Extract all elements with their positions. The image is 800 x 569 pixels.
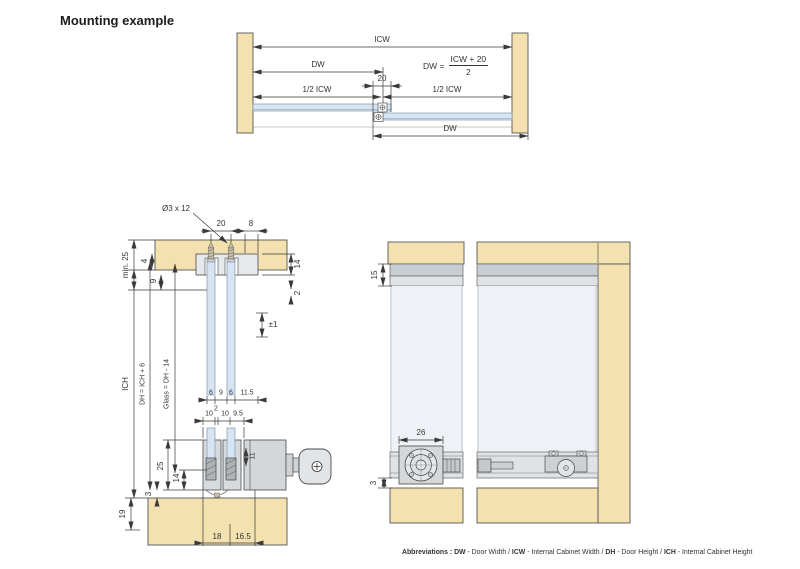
dim-adjust-plusminus-1: ±1	[268, 320, 278, 329]
dim-icw: ICW	[374, 35, 390, 44]
glass-door-right	[372, 112, 513, 121]
top-view-drawing	[236, 32, 529, 140]
spring-insert-front	[205, 457, 217, 481]
roller-carriage	[544, 450, 588, 477]
footer-icw-desc: - Internal Cabinet Width /	[525, 549, 606, 556]
abbreviations-footer: Abbreviations : DW - Door Width / ICW - …	[402, 549, 752, 556]
dim-3-gap: 3	[144, 491, 153, 497]
formula-lhs: DW =	[423, 60, 445, 71]
door-fitting-right	[373, 112, 384, 122]
dim-dw-bottom: DW	[443, 124, 457, 133]
top-rail-wood-left	[387, 241, 465, 265]
mounting-screw-left	[206, 241, 216, 263]
dim-11-lock: 11	[249, 452, 257, 460]
door-width-formula: DW = ICW + 20 2	[423, 54, 489, 77]
lock-barrel	[285, 453, 294, 477]
footer-ich-desc: - Internal Cabinet Height	[675, 549, 753, 556]
dim-15-track: 15	[370, 270, 379, 280]
mounting-screw-right	[226, 241, 236, 263]
dim-half-icw-right: 1/2 ICW	[432, 85, 462, 94]
top-track-front	[389, 263, 599, 287]
dim-20: 20	[216, 219, 226, 228]
dim-min-25: min. 25	[121, 251, 130, 279]
dim-18: 18	[212, 532, 222, 541]
dim-ich: ICH	[121, 377, 130, 391]
left-side-panel-wood	[236, 32, 254, 134]
glass-door-left	[252, 103, 392, 112]
formula-denominator: 2	[465, 67, 471, 77]
footer-ich: ICH	[663, 549, 676, 556]
glass-section-rear	[226, 261, 236, 396]
footer-dh-desc: - Door Height /	[615, 549, 664, 556]
lock-body	[243, 439, 287, 491]
footer-label: Abbreviations :	[402, 549, 455, 556]
dim-8: 8	[248, 219, 254, 228]
glass-section-front	[206, 261, 216, 396]
top-rail-wood-right	[476, 241, 631, 265]
dim-25: 25	[156, 461, 165, 471]
footer-dh: DH	[605, 549, 616, 556]
glass-front-left	[390, 286, 463, 452]
dim-10-rear: 10	[221, 410, 229, 418]
dim-dh-formula: DH = ICH + 6	[139, 362, 147, 406]
dim-glass-formula: Glass = DH - 14	[163, 359, 171, 409]
dim-10-front: 10	[205, 410, 213, 418]
front-view-drawing	[378, 241, 631, 524]
cam-lock-front	[398, 445, 461, 485]
glass-front-right	[477, 286, 597, 452]
dim-16-5: 16.5	[235, 532, 251, 541]
latch-keeper	[477, 458, 514, 473]
dim-14-bottom: 14	[172, 473, 181, 483]
dim-26-lock: 26	[416, 428, 426, 437]
footer-icw: ICW	[511, 549, 526, 556]
dim-overlap-20: 20	[377, 74, 387, 83]
bottom-rail-wood-right	[476, 487, 599, 524]
dim-4: 4	[140, 258, 149, 264]
formula-fraction: ICW + 20 2	[448, 54, 489, 77]
footer-dw: DW	[454, 549, 466, 556]
dim-14-top: 14	[293, 259, 302, 269]
formula-numerator: ICW + 20	[448, 54, 489, 66]
section-view-drawing	[125, 212, 332, 546]
dim-9: 9	[149, 278, 158, 284]
dim-screw-spec: Ø3 x 12	[161, 204, 191, 213]
dim-2-web: 2	[214, 405, 218, 413]
dim-2-top: 2	[293, 290, 302, 296]
spring-insert-rear	[225, 457, 237, 481]
page-title: Mounting example	[60, 13, 175, 28]
dim-3-front: 3	[369, 480, 378, 486]
bottom-rail-wood-left	[389, 487, 464, 524]
right-side-panel-wood	[511, 32, 529, 134]
footer-dw-desc: - Door Width /	[465, 549, 512, 556]
bottom-panel-wood	[147, 497, 288, 546]
dim-half-icw-left: 1/2 ICW	[302, 85, 332, 94]
dim-11-5: 11.5	[240, 389, 254, 397]
door-fitting-left	[377, 102, 388, 113]
dim-6-front: 6	[209, 389, 213, 397]
side-post-wood	[597, 263, 631, 524]
dim-19: 19	[118, 509, 127, 519]
key	[298, 448, 332, 485]
dim-dw-top: DW	[311, 60, 325, 69]
dim-9-5: 9.5	[233, 410, 243, 418]
dim-6-rear: 6	[229, 389, 233, 397]
dim-9-gap: 9	[219, 389, 223, 397]
